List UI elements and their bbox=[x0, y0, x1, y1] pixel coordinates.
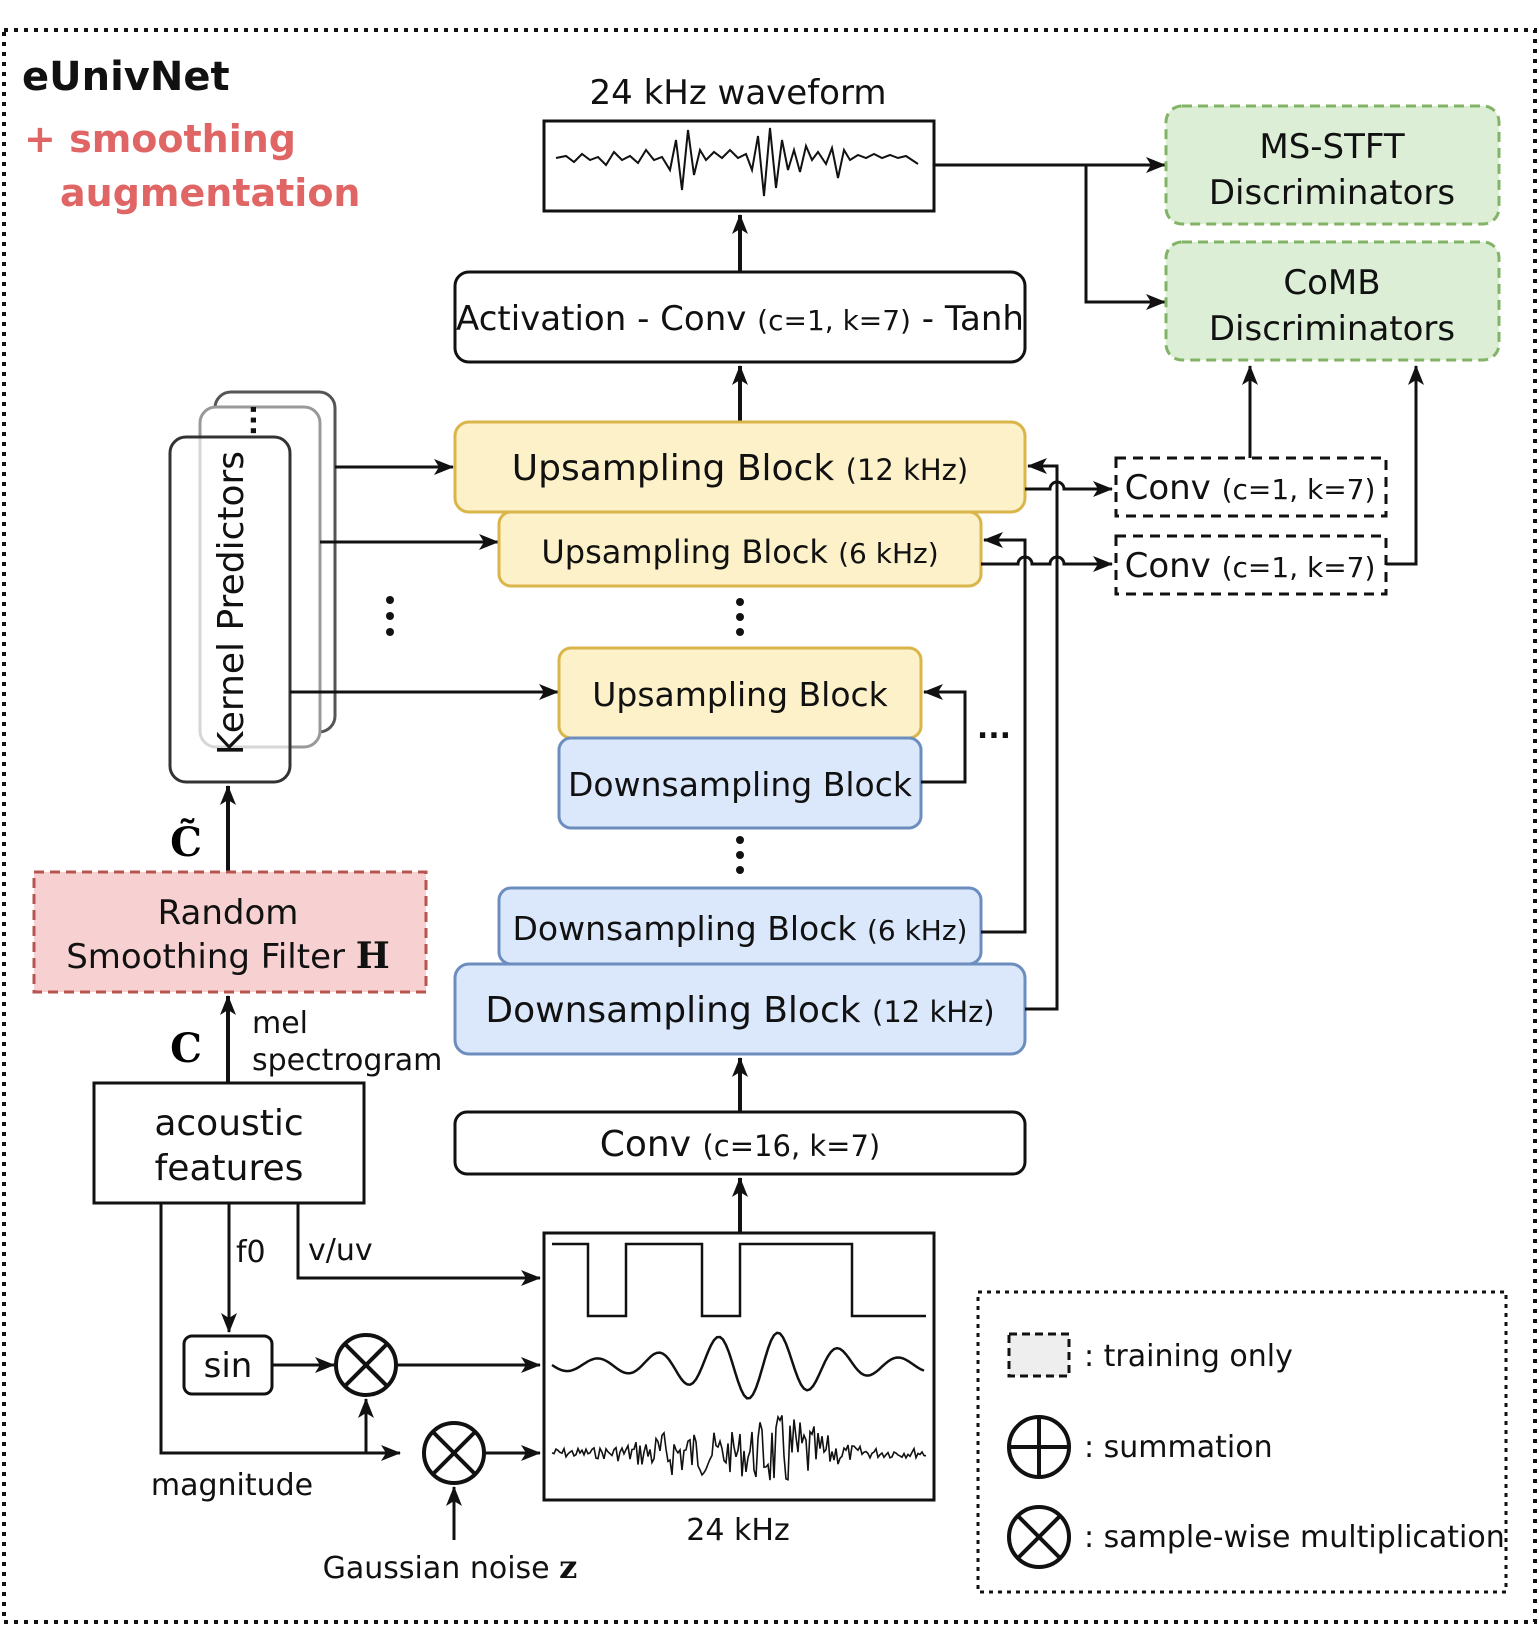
upsampling-6khz-label: Upsampling Block (6 kHz) bbox=[541, 533, 938, 571]
arrow-skip-down12k-to-up12k bbox=[1025, 458, 1059, 1011]
augmentation-label-line2: augmentation bbox=[60, 171, 360, 215]
vuv-square-wave bbox=[552, 1242, 926, 1318]
mel-label-line1: mel bbox=[252, 1006, 308, 1041]
smoothing-filter-line1: Random bbox=[158, 893, 299, 933]
mel-label-line2: spectrogram bbox=[252, 1043, 442, 1078]
acoustic-features-box bbox=[92, 1081, 366, 1205]
downsampling-12khz-label: Downsampling Block (12 kHz) bbox=[485, 990, 994, 1031]
legend-multiplication-label: : sample-wise multiplication bbox=[1084, 1520, 1505, 1555]
output-waveform-box bbox=[542, 119, 936, 213]
noise-wave bbox=[551, 1414, 927, 1481]
aux-conv-2-box bbox=[1114, 534, 1388, 596]
kp-vertical-ellipsis bbox=[386, 596, 394, 636]
upsampling-generic-label: Upsampling Block bbox=[592, 675, 888, 714]
upsampling-block-6khz bbox=[497, 510, 983, 588]
acoustic-features-line2: features bbox=[155, 1148, 304, 1189]
arrow-skip-down-to-up-generic bbox=[921, 684, 967, 784]
downsampling-6khz-label: Downsampling Block (6 kHz) bbox=[513, 909, 968, 948]
msstft-label-line2: Discriminators bbox=[1209, 173, 1455, 213]
f0-label: f0 bbox=[236, 1235, 266, 1270]
input-conv-label: Conv (c=16, k=7) bbox=[600, 1124, 881, 1165]
msstft-discriminators-box bbox=[1164, 104, 1501, 226]
outer-frame bbox=[2, 28, 1537, 1624]
legend-summation-label: : summation bbox=[1084, 1430, 1273, 1465]
diagram-title: eUnivNet bbox=[22, 54, 230, 100]
output-waveform-label: 24 kHz waveform bbox=[590, 73, 887, 113]
legend-multiplication-icon bbox=[1007, 1505, 1071, 1569]
c-symbol: C bbox=[170, 1025, 202, 1072]
comb-discriminators-box bbox=[1164, 240, 1501, 362]
smoothing-filter-line2: Smoothing Filter H bbox=[66, 935, 390, 977]
msstft-label-line1: MS-STFT bbox=[1259, 127, 1404, 167]
kernel-predictor-ellipsis: ... bbox=[230, 404, 263, 436]
aux-conv-1-label: Conv (c=1, k=7) bbox=[1125, 468, 1376, 508]
arrow-waveform-to-comb bbox=[1084, 165, 1166, 310]
vuv-label: v/uv bbox=[308, 1233, 373, 1268]
main-column-ellipsis-lower bbox=[736, 836, 744, 874]
acoustic-features-line1: acoustic bbox=[154, 1103, 303, 1144]
sin-label: sin bbox=[204, 1346, 253, 1386]
arrow-auxconv2-to-comb bbox=[1386, 365, 1424, 566]
multiplication-node-harmonic bbox=[334, 1333, 398, 1397]
multiplication-node-noise bbox=[422, 1421, 486, 1485]
comb-label-line2: Discriminators bbox=[1209, 309, 1455, 349]
output-waveform-trace bbox=[555, 127, 919, 197]
legend-summation-icon bbox=[1007, 1415, 1071, 1479]
kernel-predictor-stack-front bbox=[168, 435, 292, 784]
augmentation-label-line1: + smoothing bbox=[24, 117, 296, 161]
aux-conv-2-label: Conv (c=1, k=7) bbox=[1125, 546, 1376, 586]
aux-conv-1-box bbox=[1114, 456, 1388, 518]
arrow-magnitude-to-noise-mult bbox=[159, 1203, 401, 1461]
main-column-ellipsis-upper bbox=[736, 598, 744, 636]
comb-label-line1: CoMB bbox=[1283, 263, 1380, 303]
downsampling-generic-label: Downsampling Block bbox=[568, 765, 913, 804]
arrow-up6k-to-auxconv2 bbox=[981, 555, 1113, 572]
harmonic-sine-wave bbox=[551, 1331, 925, 1400]
random-smoothing-filter-box bbox=[32, 870, 428, 994]
arrow-up12k-to-auxconv1 bbox=[1025, 480, 1113, 497]
arrow-vuv-to-source bbox=[296, 1203, 541, 1286]
magnitude-label: magnitude bbox=[151, 1468, 313, 1503]
legend-training-only-swatch bbox=[1007, 1332, 1071, 1378]
legend-training-only-label: : training only bbox=[1084, 1339, 1293, 1374]
skip-ellipsis: ... bbox=[977, 711, 1011, 746]
c-tilde-symbol: C̃ bbox=[170, 819, 202, 866]
kernel-predictors-label: Kernel Predictors bbox=[211, 451, 252, 755]
gaussian-noise-label: Gaussian noise z bbox=[323, 1548, 578, 1586]
arrow-skip-down6k-to-up6k bbox=[981, 532, 1027, 934]
activation-conv-tanh-label: Activation - Conv (c=1, k=7) - Tanh bbox=[456, 299, 1024, 339]
input-frequency-label: 24 kHz bbox=[686, 1513, 789, 1548]
upsampling-12khz-label: Upsampling Block (12 kHz) bbox=[512, 448, 968, 489]
